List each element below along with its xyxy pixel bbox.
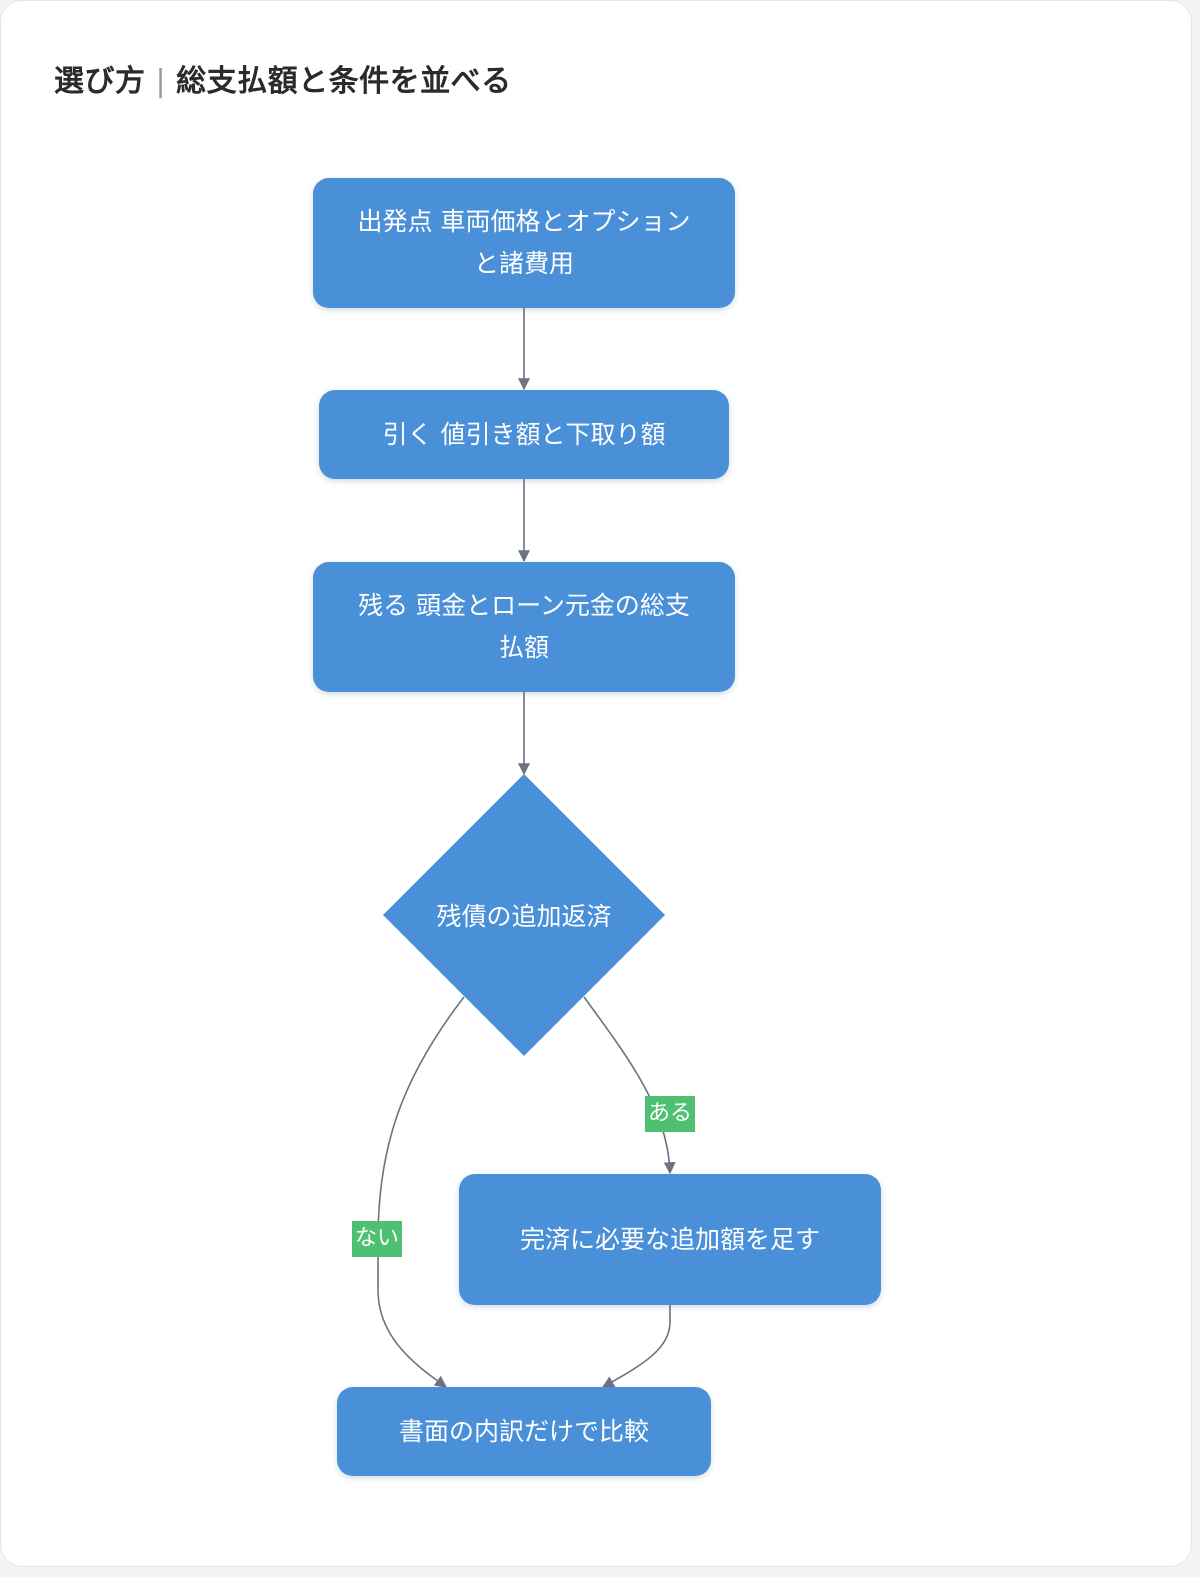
edge-label-no: ない	[352, 1221, 403, 1257]
node-compare: 書面の内訳だけで比較	[337, 1387, 711, 1476]
edge-decision-to-add	[583, 996, 676, 1175]
node-add: 完済に必要な追加額を足す	[459, 1174, 881, 1305]
decision-diamond	[383, 774, 665, 1056]
node-remain: 残る 頭金とローン元金の総支払額	[313, 562, 735, 692]
title-separator: |	[155, 64, 167, 99]
edge-decision-to-compare	[377, 996, 465, 1388]
title-main: 選び方	[54, 64, 146, 99]
node-start: 出発点 車両価格とオプションと諸費用	[313, 178, 735, 308]
edge-label-yes: ある	[645, 1096, 696, 1132]
edge-add-to-compare	[601, 1305, 671, 1388]
node-subtract: 引く 値引き額と下取り額	[319, 390, 729, 479]
title-sub: 総支払額と条件を並べる	[176, 64, 512, 99]
page-title: 選び方 | 総支払額と条件を並べる	[54, 56, 512, 100]
node-decision-label: 残債の追加返済	[436, 902, 612, 931]
